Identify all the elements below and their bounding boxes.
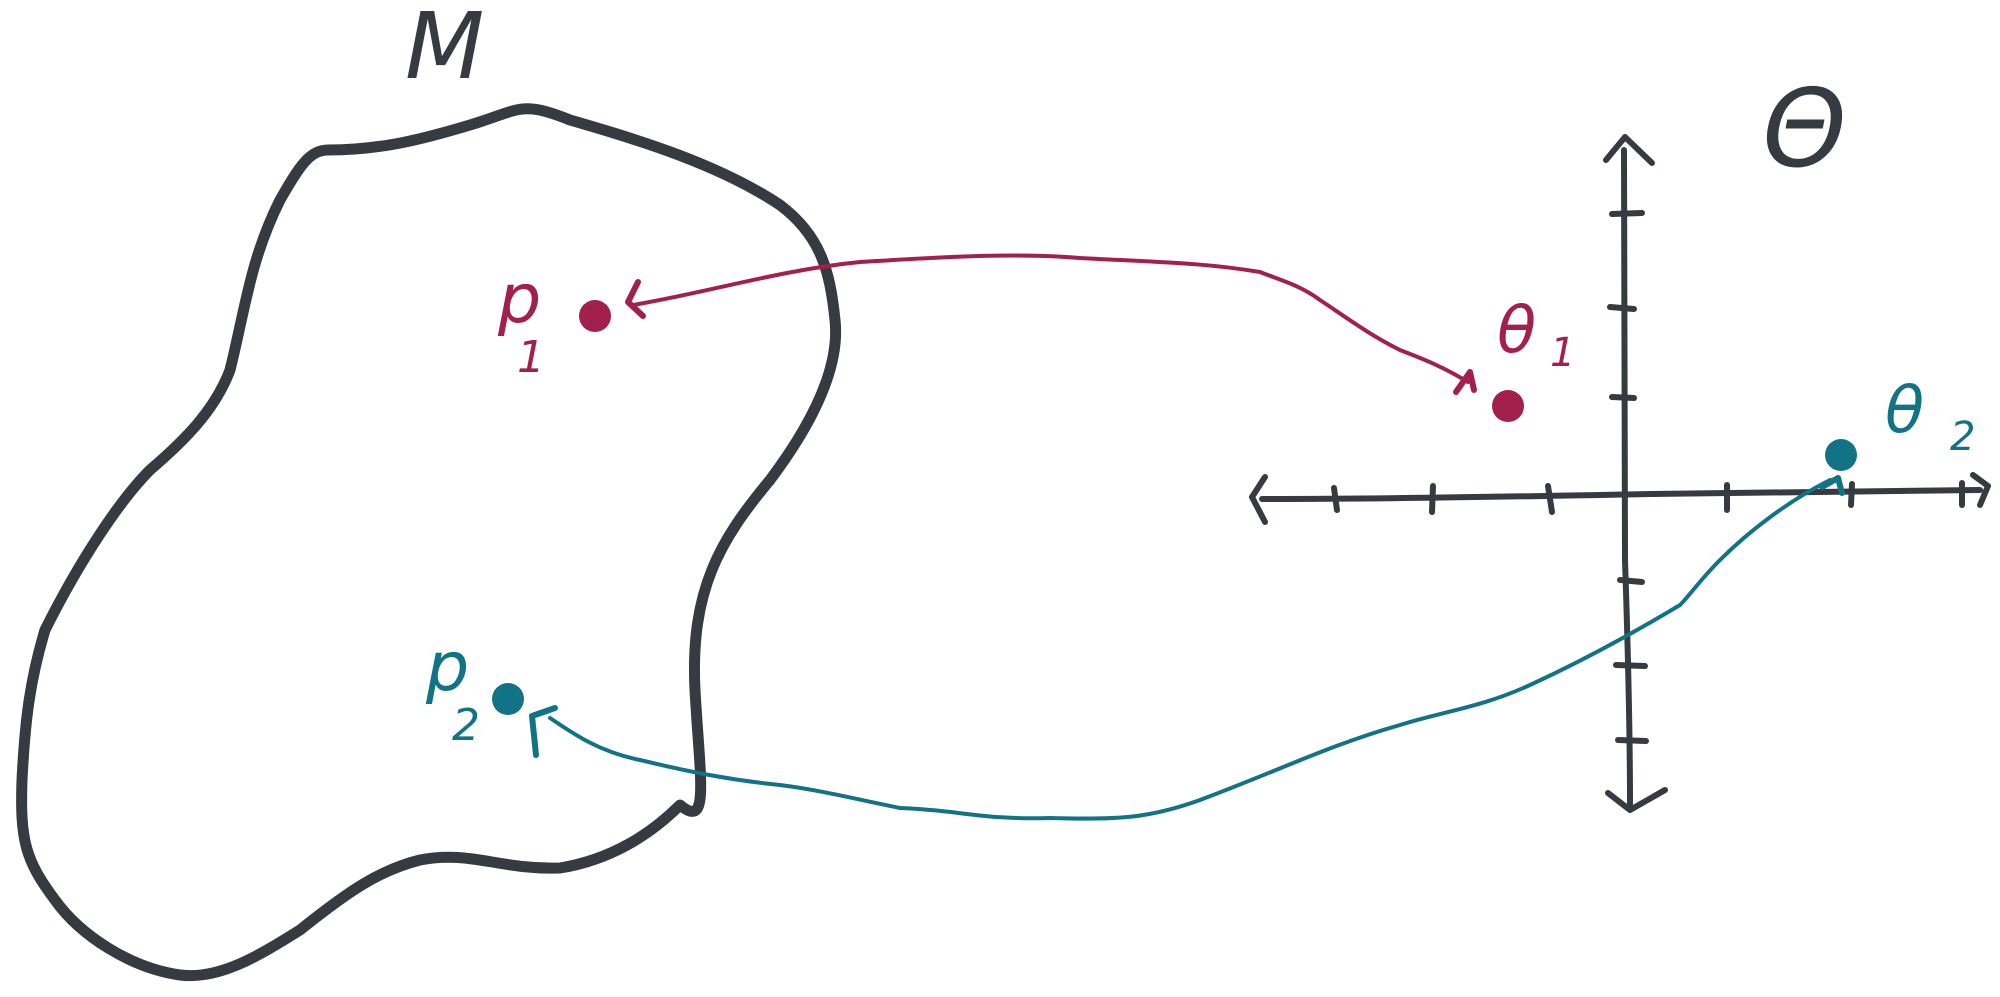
y-tick — [1609, 394, 1637, 401]
y-tick — [1613, 662, 1648, 669]
point-theta2 — [1825, 439, 1857, 471]
x-axis — [1259, 487, 1983, 502]
y-axis-bottom-arrowhead — [1605, 787, 1668, 813]
theta2-curve-tail — [1819, 475, 1845, 496]
theta1-subscript: 1 — [1550, 330, 1575, 376]
y-tick — [1607, 304, 1637, 312]
y-tick — [1615, 737, 1649, 744]
theta1-label: θ — [1497, 294, 1536, 368]
theta2-subscript: 2 — [1950, 414, 1975, 460]
theta2-label: θ — [1885, 374, 1924, 448]
x-axis-right-arrowhead — [1970, 472, 1991, 508]
y-tick — [1617, 577, 1645, 585]
x-tick — [1331, 485, 1340, 513]
mapping-curve-theta2-to-p2 — [548, 478, 1832, 821]
x-tick — [1848, 481, 1855, 508]
x-axis-left-arrowhead — [1249, 474, 1268, 525]
x-tick — [1545, 483, 1555, 515]
p2-subscript: 2 — [452, 700, 480, 751]
p2-arrowhead — [529, 705, 558, 758]
point-p1 — [579, 300, 611, 332]
p1-subscript: 1 — [517, 332, 545, 383]
mapping-curve-theta1-to-p1 — [631, 253, 1470, 384]
parameter-axes — [1249, 134, 1991, 813]
manifold-outline — [16, 103, 842, 982]
p1-label: p — [497, 260, 541, 339]
y-axis — [1621, 147, 1633, 808]
point-p2 — [492, 683, 524, 715]
theta1-curve-tail — [1453, 369, 1477, 395]
point-theta1 — [1492, 390, 1524, 422]
manifold-label: M — [405, 0, 484, 100]
y-tick — [1609, 210, 1645, 217]
p2-label: p — [425, 628, 469, 707]
x-tick — [1429, 483, 1436, 515]
y-axis-top-arrowhead — [1603, 134, 1655, 166]
p1-arrowhead — [625, 279, 646, 319]
parameter-space-label: Θ — [1762, 67, 1847, 192]
